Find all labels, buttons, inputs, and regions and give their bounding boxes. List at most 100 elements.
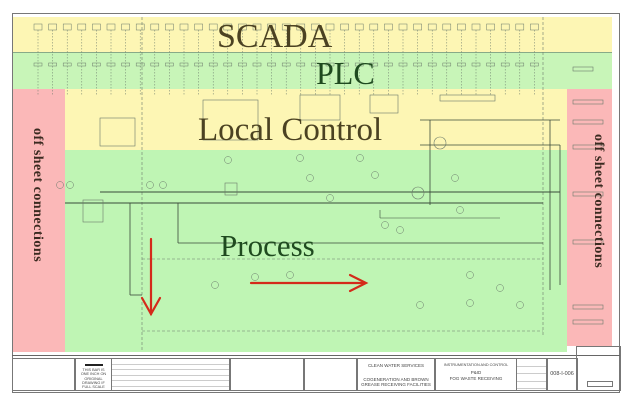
instrument-bubble xyxy=(326,194,334,202)
plc-io-tag xyxy=(340,62,349,67)
scada-tag xyxy=(471,23,481,31)
scada-tag xyxy=(354,23,364,31)
instrument-bubble xyxy=(356,154,364,162)
scada-tag xyxy=(106,23,116,31)
scale-note: THIS BAR IS ONE INCH ON ORIGINAL DRAWING… xyxy=(80,368,107,390)
scada-tag xyxy=(135,23,145,31)
off-sheet-left-label: off sheet connections xyxy=(30,128,45,263)
scada-tag xyxy=(515,23,525,31)
revision-stamp xyxy=(12,358,76,391)
plc-io-tag xyxy=(325,62,335,67)
plc-io-tag xyxy=(515,62,525,67)
owner-name: CLEAN WATER SERVICES xyxy=(368,363,424,368)
scada-tag xyxy=(92,23,101,31)
project-name: COGENERATION AND BROWN GREASE RECEIVING … xyxy=(361,377,431,388)
instrument-bubble xyxy=(306,174,314,182)
scada-tag xyxy=(194,23,203,31)
scada-tag xyxy=(442,23,452,31)
scada-tag xyxy=(500,23,510,31)
plc-io-tag xyxy=(223,62,233,67)
title-block: THIS BAR IS ONE INCH ON ORIGINAL DRAWING… xyxy=(12,346,621,394)
instrument-bubble xyxy=(451,174,459,182)
plc-io-tag xyxy=(208,62,218,67)
scada-tag xyxy=(121,23,130,31)
off-sheet-right-label: off sheet connections xyxy=(591,134,606,269)
plc-io-tag xyxy=(179,62,189,67)
plc-io-tag xyxy=(77,62,87,67)
drawing-type: P&ID xyxy=(470,370,482,375)
plc-band xyxy=(13,52,612,90)
plc-io-tag xyxy=(442,62,452,67)
scada-tag xyxy=(369,23,379,31)
scada-tag xyxy=(150,23,160,31)
plc-io-tag xyxy=(427,62,437,67)
plc-io-tag xyxy=(486,62,495,67)
instrument-bubble xyxy=(371,171,379,179)
instrument-bubble xyxy=(381,221,389,229)
off-sheet-right-band xyxy=(567,89,612,346)
drawing-title: FOG WASTE RECEIVING xyxy=(449,376,503,381)
scada-tag xyxy=(457,23,466,31)
instrument-bubble xyxy=(456,206,464,214)
instrument-bubble xyxy=(466,271,474,279)
plc-label: PLC xyxy=(316,55,375,91)
plc-io-tag xyxy=(413,62,422,67)
instrument-bubble xyxy=(296,154,304,162)
plc-io-tag xyxy=(369,62,379,67)
instrument-bubble xyxy=(211,281,219,289)
plc-io-tag xyxy=(500,62,510,67)
instrument-bubble xyxy=(224,156,232,164)
scada-tag xyxy=(530,23,539,31)
instrument-bubble xyxy=(56,181,64,189)
instrument-bubble xyxy=(251,273,259,281)
plc-io-tag xyxy=(311,62,320,67)
plc-io-tag xyxy=(267,62,276,67)
instrument-bubble xyxy=(396,226,404,234)
scada-band xyxy=(13,17,612,52)
plc-io-tag xyxy=(530,62,539,67)
drawing-title-box: INSTRUMENTATION AND CONTROL P&ID FOG WAS… xyxy=(434,358,518,391)
drawing-number-box: 008-I-006 xyxy=(546,358,578,391)
scada-label: SCADA xyxy=(217,18,333,55)
scada-tag xyxy=(340,23,349,31)
instrument-bubble xyxy=(159,181,167,189)
scada-tag xyxy=(33,23,43,31)
drawing-number: 008-I-006 xyxy=(550,371,574,377)
instrument-bubble xyxy=(496,284,504,292)
scale-bar-box: THIS BAR IS ONE INCH ON ORIGINAL DRAWING… xyxy=(74,358,113,391)
scada-tag xyxy=(62,23,72,31)
plc-io-tag xyxy=(281,62,291,67)
plc-io-tag xyxy=(92,62,101,67)
local-control-label: Local Control xyxy=(198,112,383,148)
plc-io-tag xyxy=(106,62,116,67)
scada-tag xyxy=(77,23,87,31)
scada-tag xyxy=(413,23,422,31)
plc-io-tag xyxy=(354,62,364,67)
scada-tag xyxy=(398,23,408,31)
plc-io-tag xyxy=(471,62,481,67)
process-label: Process xyxy=(220,228,315,263)
instrument-bubble xyxy=(416,301,424,309)
plc-io-tag xyxy=(238,62,247,67)
scada-tag xyxy=(384,23,393,31)
seal-box xyxy=(229,358,305,391)
plc-io-tag xyxy=(296,62,306,67)
instrument-bubble xyxy=(516,301,524,309)
plc-io-tag xyxy=(121,62,130,67)
signature-box xyxy=(303,358,358,391)
plc-io-tag xyxy=(252,62,262,67)
revision-table xyxy=(111,358,231,391)
plc-io-tag xyxy=(48,62,57,67)
date-fields xyxy=(516,358,548,391)
plc-io-tag xyxy=(135,62,145,67)
plc-io-tag xyxy=(62,62,72,67)
scada-tag xyxy=(427,23,437,31)
local-control-band xyxy=(65,89,567,150)
sheet-box xyxy=(576,346,621,391)
instrument-bubble xyxy=(66,181,74,189)
sheet-tag xyxy=(587,381,613,387)
plc-io-tag xyxy=(33,62,43,67)
instrument-bubble xyxy=(286,271,294,279)
plc-io-tag xyxy=(194,62,203,67)
